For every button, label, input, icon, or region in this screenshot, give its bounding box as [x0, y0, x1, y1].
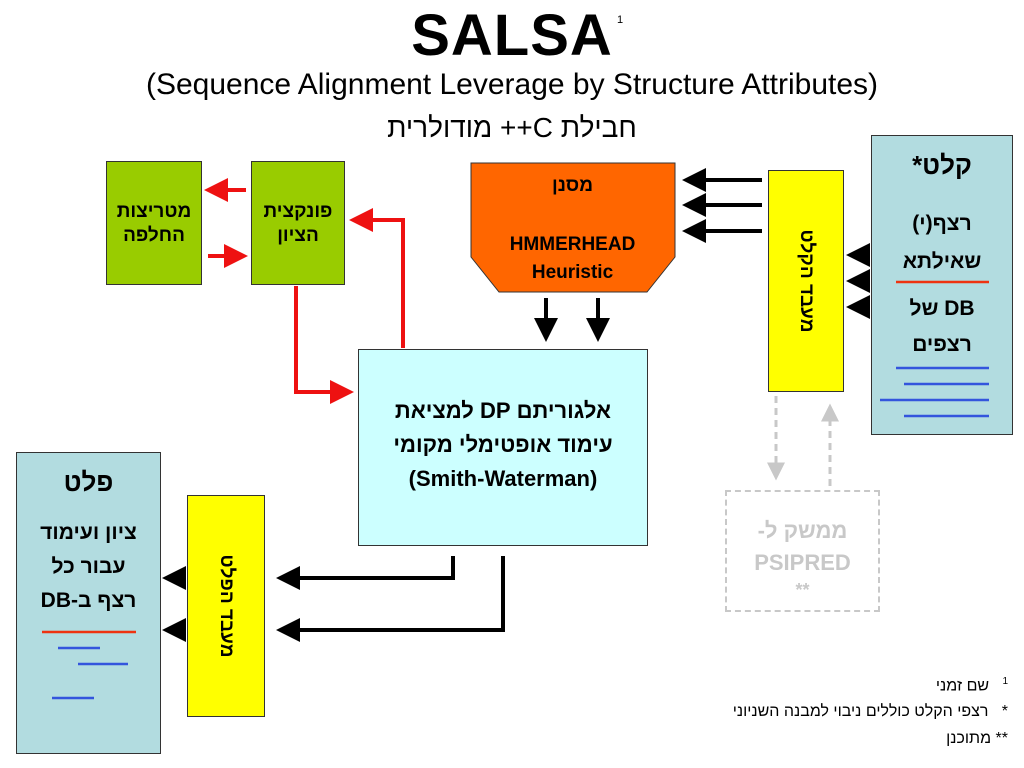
arrow-dp-to-outproc-1: [276, 556, 455, 590]
footnote-3-mark: **: [995, 730, 1008, 747]
dp-line3: (Smith-Waterman): [408, 466, 598, 491]
dp-line1: אלגוריתם DP למציאת: [394, 398, 612, 423]
arrow-dp-to-outproc-2: [276, 556, 505, 642]
input-processor-box: מעבד הקלט: [768, 170, 844, 392]
footnote-2-text: רצפי הקלט כוללים ניבוי למבנה השניוני: [732, 703, 989, 720]
matrices-line1: מטריצות: [116, 201, 192, 222]
title-footnote-mark: 1: [617, 14, 624, 26]
psipred-line1: ממשק ל-: [757, 518, 848, 543]
psipred-line2: PSIPRED: [754, 550, 851, 575]
scoring-function-box: פונקצית הציון: [251, 161, 345, 285]
footnote-1-text: שם זמני: [935, 677, 990, 695]
filter-box: [470, 162, 676, 293]
filter-label: מסנן: [552, 175, 593, 196]
output-box: פלט ציון ועימוד עבור כל רצף ב-DB: [16, 452, 161, 754]
diagram-subtitle-hebrew: חבילת C++ מודולרית: [387, 112, 637, 143]
output-line3: רצף ב-DB: [40, 589, 137, 612]
dp-algorithm-box: אלגוריתם DP למציאת עימוד אופטימלי מקומי …: [358, 349, 648, 546]
footnote-3-text: מתוכנן: [946, 730, 992, 747]
output-processor-box: מעבד הפלט: [187, 495, 265, 717]
input-title: קלט*: [912, 150, 972, 180]
footnote-2: * רצפי הקלט כוללים ניבוי למבנה השניוני: [733, 703, 1008, 721]
filter-hmmerhead: HMMERHEAD: [509, 234, 636, 255]
output-line2: עבור כל: [51, 555, 126, 578]
substitution-matrices-box: מטריצות החלפה: [106, 161, 202, 285]
diagram-subtitle: (Sequence Alignment Leverage by Structur…: [145, 68, 879, 101]
arrow-score-to-dp: [294, 286, 354, 404]
footnote-1: 1 שם זמני: [936, 676, 1008, 695]
input-line1: רצף(י): [912, 212, 972, 235]
footnote-1-mark: 1: [1002, 676, 1008, 687]
dp-line2: עימוד אופטימלי מקומי: [393, 432, 613, 457]
scoring-line2: הציון: [277, 225, 319, 246]
input-box: קלט* רצף(י) שאילתא DB של רצפים: [871, 135, 1013, 435]
arrow-dp-to-score: [349, 208, 405, 348]
matrices-line2: החלפה: [123, 225, 185, 246]
psipred-line3: **: [795, 580, 810, 600]
output-title: פלט: [63, 467, 114, 497]
input-line3: DB של: [909, 297, 975, 320]
scoring-line1: פונקצית: [263, 201, 333, 222]
psipred-interface-box: ממשק ל- PSIPRED **: [725, 490, 880, 612]
diagram-title: SALSA: [411, 3, 613, 68]
footnote-2-mark: *: [1001, 703, 1008, 720]
input-line4: רצפים: [912, 333, 972, 356]
input-line2: שאילתא: [902, 250, 982, 273]
filter-heuristic: Heuristic: [531, 262, 614, 283]
footnote-3: ** מתוכנן: [946, 730, 1008, 748]
output-line1: ציון ועימוד: [40, 521, 137, 544]
